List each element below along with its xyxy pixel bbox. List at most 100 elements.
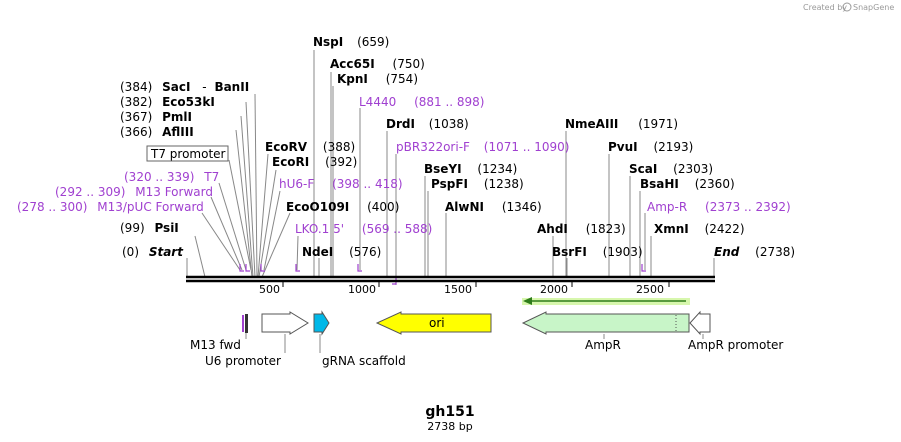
axis-tick-1000: 1000 [348,283,376,296]
feature-track: M13 fwd U6 promoter gRNA scaffold ori Am… [190,310,783,368]
scaI-position: (2303) [673,162,713,176]
scaI-label: ScaI [629,162,657,176]
pmlI-position: (367) [120,110,152,124]
credit-brand: SnapGene [853,3,894,12]
orf-arrow-head-icon [523,297,532,305]
ampr-promoter-arrow [689,310,711,336]
t7-primer-range: (320 .. 339) [124,170,194,184]
svg-text:NspI (659): NspI (659) [313,35,389,49]
ndeI-label: NdeI [302,245,333,259]
ampr-arrow [521,311,690,335]
acc65I-position: (750) [393,57,425,71]
plasmid-name: gh151 [425,404,474,420]
svg-text:XmnI (2422): XmnI (2422) [654,222,745,236]
acc65I-label: Acc65I [330,57,375,71]
bsrFI-label: BsrFI [552,245,587,259]
ori-arrow [375,311,492,335]
aflIII-position: (366) [120,125,152,139]
ecoO109I-position: (400) [367,200,399,214]
end-position: (2738) [755,245,795,259]
ecoO109I-label: EcoO109I [286,200,349,214]
t7-promoter-label: T7 promoter [150,147,226,161]
xmnI-position: (2422) [705,222,745,236]
svg-text:AlwNI (1346): AlwNI (1346) [445,200,542,214]
psiI-label: PsiI [154,221,178,235]
drdI-position: (1038) [429,117,469,131]
drdI-label: DrdI [386,117,415,131]
amp-r-primer-range: (2373 .. 2392) [705,200,791,214]
l4440-label: L4440 [359,95,396,109]
pvuI-position: (2193) [653,140,693,154]
svg-text:BsrFI (1903): BsrFI (1903) [552,245,643,259]
grna-scaffold-arrow [313,310,330,336]
svg-text:End (2738): End (2738) [714,245,795,259]
ecoRV-position: (388) [323,140,355,154]
sequence-backbone: 500 1000 1500 2000 2500 [186,275,715,296]
axis-tick-2000: 2000 [540,283,568,296]
svg-text:EcoO109I (400): EcoO109I (400) [286,200,399,214]
end-label: End [714,245,740,259]
m13-forward-label: M13 Forward [135,185,213,199]
bsaHI-position: (2360) [695,177,735,191]
svg-text:pBR322ori-F (1071 .. 109: pBR322ori-F (1071 .. 1090) [396,140,569,154]
lko1-range: (569 .. 588) [362,222,432,236]
amp-r-primer-label: Amp-R [647,200,687,214]
ecoRV-label: EcoRV [265,140,308,154]
ahdI-label: AhdI [537,222,568,236]
svg-text:EcoRV (388): EcoRV (388) [265,140,355,154]
m13-puc-forward-label: M13/pUC Forward [97,200,204,214]
site-connectors [186,50,715,285]
svg-text:EcoRI (392): EcoRI (392) [272,155,357,169]
sacI-label: SacI [162,80,190,94]
kpnI-position: (754) [386,72,418,86]
svg-text:PvuI (2193): PvuI (2193) [608,140,693,154]
site-labels: (384) SacI - BanII (382) Eco53kI (367) P… [17,35,795,259]
lko1-label: LKO.1 5' [295,222,344,236]
svg-text:NdeI (576): NdeI (576) [302,245,381,259]
start-position: (0) [122,245,139,259]
bseYI-label: BseYI [424,162,462,176]
t7-primer-label: T7 [203,170,219,184]
u6-promoter-arrow [261,311,309,335]
m13-fwd-mark [242,315,244,332]
pbr322ori-f-range: (1071 .. 1090) [484,140,570,154]
m13-fwd-mark-dark [245,314,248,333]
snapgene-credit: Created by SnapGene [803,2,894,12]
svg-text:AhdI (1823): AhdI (1823) [537,222,626,236]
ecoRI-position: (392) [325,155,357,169]
u6-promoter-label: U6 promoter [205,354,281,368]
bsaHI-label: BsaHI [640,177,679,191]
psiI-position: (99) [120,221,145,235]
hu6-f-label: hU6-F [279,177,314,191]
eco53kI-label: Eco53kI [162,95,215,109]
axis-tick-2500: 2500 [636,283,664,296]
svg-text:KpnI (754): KpnI (754) [337,72,418,86]
bsrFI-position: (1903) [603,245,643,259]
grna-scaffold-label: gRNA scaffold [322,354,406,368]
aflIII-label: AflIII [162,125,194,139]
kpnI-label: KpnI [337,72,368,86]
svg-text:(278 .. 300) M13/pUC For: (278 .. 300) M13/pUC Forward [17,200,204,214]
m13-puc-forward-range: (278 .. 300) [17,200,87,214]
ecoRI-label: EcoRI [272,155,309,169]
t7-promoter-box [146,145,229,162]
ampr-promoter-label: AmpR promoter [688,338,783,352]
svg-text:(99) PsiI: (99) PsiI [120,221,179,235]
pvuI-label: PvuI [608,140,638,154]
svg-text:(0) Start: (0) Start [122,245,184,259]
credit-text: Created by [803,3,847,12]
pbr322ori-f-label: pBR322ori-F [396,140,470,154]
svg-text:(382) Eco53kI: (382) Eco53kI [120,95,215,109]
l4440-range: (881 .. 898) [414,95,484,109]
ori-label: ori [429,316,445,330]
sacI-position: (384) [120,80,152,94]
sacI-separator: - [202,80,206,94]
eco53kI-position: (382) [120,95,152,109]
svg-text:(366) AflIII: (366) AflIII [120,125,194,139]
map-title-block: gh151 2738 bp [425,404,474,433]
pmlI-label: PmlI [162,110,192,124]
svg-text:(384) SacI -: (384) SacI - BanII [120,80,249,94]
orf-arrow [522,297,690,305]
plasmid-length: 2738 bp [427,420,472,433]
